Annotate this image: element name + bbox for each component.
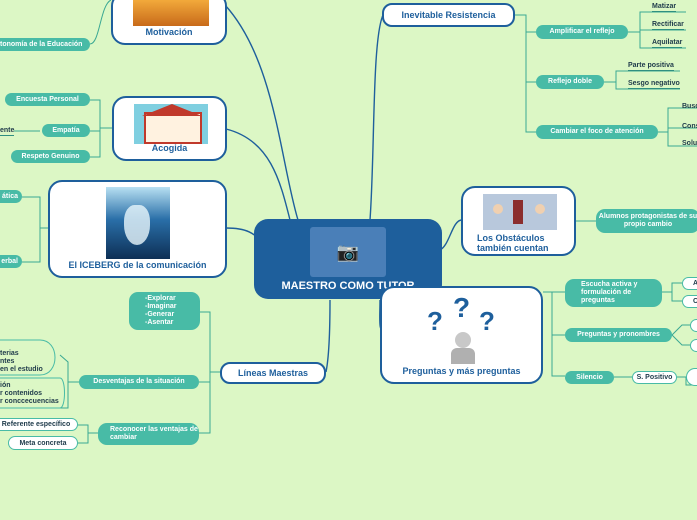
topic-inevitable-resistencia[interactable]: Inevitable Resistencia [382, 3, 515, 27]
subtopic-cambiar-foco[interactable]: Cambiar el foco de atención [536, 125, 658, 139]
subtopic-escucha[interactable]: Escucha activa y formulación de pregunta… [565, 279, 662, 307]
leaf-cons[interactable]: Cons [682, 123, 697, 130]
subtopic-reflejo-doble[interactable]: Reflejo doble [536, 75, 604, 89]
topic-label: Motivación [145, 27, 193, 37]
topic-lineas-maestras[interactable]: Líneas Maestras [220, 362, 326, 384]
iceberg-image [106, 187, 170, 259]
topic-label: Líneas Maestras [237, 368, 309, 378]
leaf-matizar[interactable]: Matizar [652, 3, 677, 12]
leaf-ente[interactable]: ente [0, 127, 15, 136]
subtopic-reconocer[interactable]: Reconocer las ventajas de cambiar [98, 423, 199, 445]
leaf-busc[interactable]: Busc [682, 103, 697, 110]
leaf-referente[interactable]: Referente específico [0, 418, 78, 431]
subtopic-encuesta[interactable]: Encuesta Personal [5, 93, 90, 106]
leaf-pronombres-2[interactable] [690, 339, 697, 352]
topic-obstaculos[interactable]: Los Obstáculos también cuentan [461, 186, 576, 256]
question-marks-image: ? ? ? [427, 292, 501, 364]
person-figure [455, 332, 471, 348]
topic-motivacion[interactable]: Motivación [111, 0, 227, 45]
leaf-aquilatar[interactable]: Aquilatar [652, 39, 683, 48]
leaf-meta[interactable]: Meta concreta [8, 436, 78, 450]
subtopic-silencio[interactable]: Silencio [565, 371, 614, 384]
topic-label: Los Obstáculos también cuentan [477, 233, 549, 253]
subtopic-desventajas[interactable]: Desventajas de la situación [79, 375, 199, 389]
central-title: MAESTRO COMO TUTOR [281, 280, 415, 292]
question-mark-icon: ? [427, 306, 443, 336]
subtopic-amplificar[interactable]: Amplificar el reflejo [536, 25, 628, 39]
topic-acogida[interactable]: Acogida [112, 96, 227, 161]
subtopic-empatia[interactable]: Empatía [42, 124, 90, 137]
topic-label: Acogida [151, 143, 188, 153]
leaf-desventajas-a[interactable]: terias ntes en el estudio [0, 350, 43, 373]
topic-label: El ICEBERG de la comunicación [68, 260, 207, 270]
question-mark-icon: ? [453, 292, 471, 323]
leaf-desventajas-b[interactable]: ión r contenidos r conccecuencias [0, 382, 59, 405]
leaf-a[interactable]: A [682, 277, 697, 290]
leaf-solu[interactable]: Solu [682, 140, 697, 147]
obstacle-image [483, 194, 557, 230]
leaf-s-positivo[interactable]: S. Positivo [632, 371, 677, 384]
leaf-sesgo-negativo[interactable]: Sesgo negativo [628, 80, 680, 89]
topic-iceberg[interactable]: El ICEBERG de la comunicación [48, 180, 227, 278]
subtopic-alumnos[interactable]: Alumnos protagonistas de su propio cambi… [596, 209, 697, 233]
image-placeholder: 📷 [310, 227, 386, 277]
question-mark-icon: ? [479, 306, 495, 336]
leaf-rectificar[interactable]: Rectificar [652, 21, 684, 30]
sunset-image [133, 0, 209, 26]
leaf-c[interactable]: C [682, 295, 697, 308]
leaf-silencio-extra[interactable] [686, 368, 697, 386]
subtopic-pronombres[interactable]: Preguntas y pronombres [565, 328, 672, 342]
subtopic-respeto[interactable]: Respeto Genuino [11, 150, 90, 163]
central-topic[interactable]: 📷 MAESTRO COMO TUTOR [254, 219, 442, 299]
topic-label: Preguntas y más preguntas [402, 366, 521, 376]
topic-preguntas[interactable]: ? ? ? Preguntas y más preguntas [380, 286, 543, 384]
leaf-pronombres-1[interactable] [690, 319, 697, 332]
topic-label: Inevitable Resistencia [401, 10, 496, 20]
subtopic-atica[interactable]: ática [0, 190, 22, 203]
leaf-parte-positiva[interactable]: Parte positiva [628, 62, 674, 71]
subtopic-erbal[interactable]: erbal [0, 255, 22, 268]
house-image [134, 104, 208, 144]
subtopic-explorar[interactable]: -Explorar -Imaginar -Generar -Asentar [129, 292, 200, 330]
subtopic-autonomia[interactable]: tonomía de la Educación [0, 38, 90, 51]
camera-icon: 📷 [336, 241, 360, 262]
